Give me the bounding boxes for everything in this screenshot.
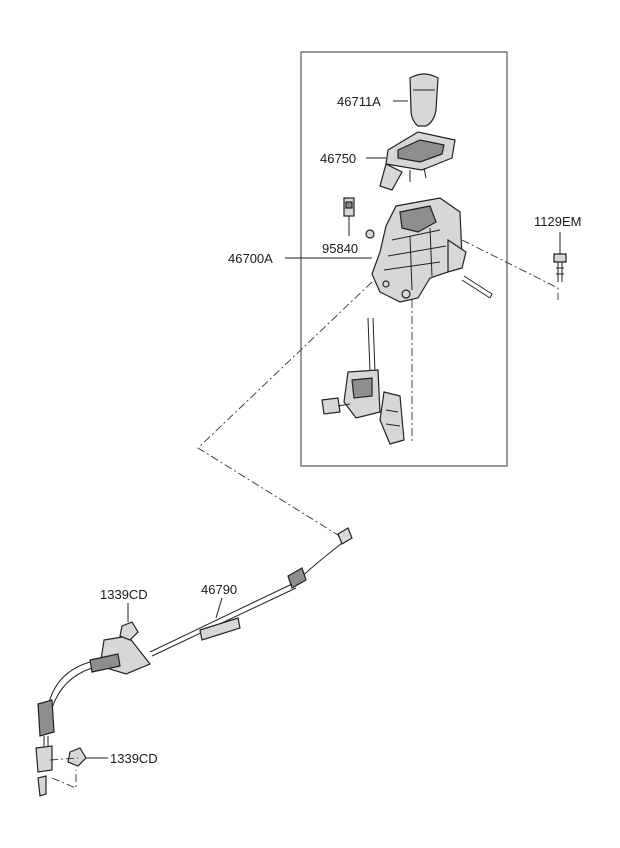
- shift-lever-icon: [321, 317, 405, 445]
- callout-1339cd-upper: 1339CD: [100, 587, 148, 602]
- callout-1129em: 1129EM: [534, 214, 581, 229]
- shift-cable-icon: [35, 527, 353, 797]
- nut-upper-icon: [119, 621, 139, 641]
- callout-46711a: 46711A: [337, 94, 381, 109]
- callout-46750: 46750: [320, 151, 356, 166]
- callout-95840: 95840: [322, 241, 358, 256]
- bolt-icon: [553, 253, 567, 282]
- micro-switch-icon: [343, 197, 375, 239]
- shift-lever-bracket-icon: [371, 197, 493, 303]
- shift-knob-icon: [409, 73, 439, 127]
- callout-1339cd-lower: 1339CD: [110, 751, 158, 766]
- assembly-frame: [300, 51, 508, 467]
- callout-46790: 46790: [201, 582, 237, 597]
- shift-indicator-icon: [379, 131, 456, 191]
- callout-46700a: 46700A: [228, 251, 273, 266]
- nut-lower-icon: [67, 747, 87, 767]
